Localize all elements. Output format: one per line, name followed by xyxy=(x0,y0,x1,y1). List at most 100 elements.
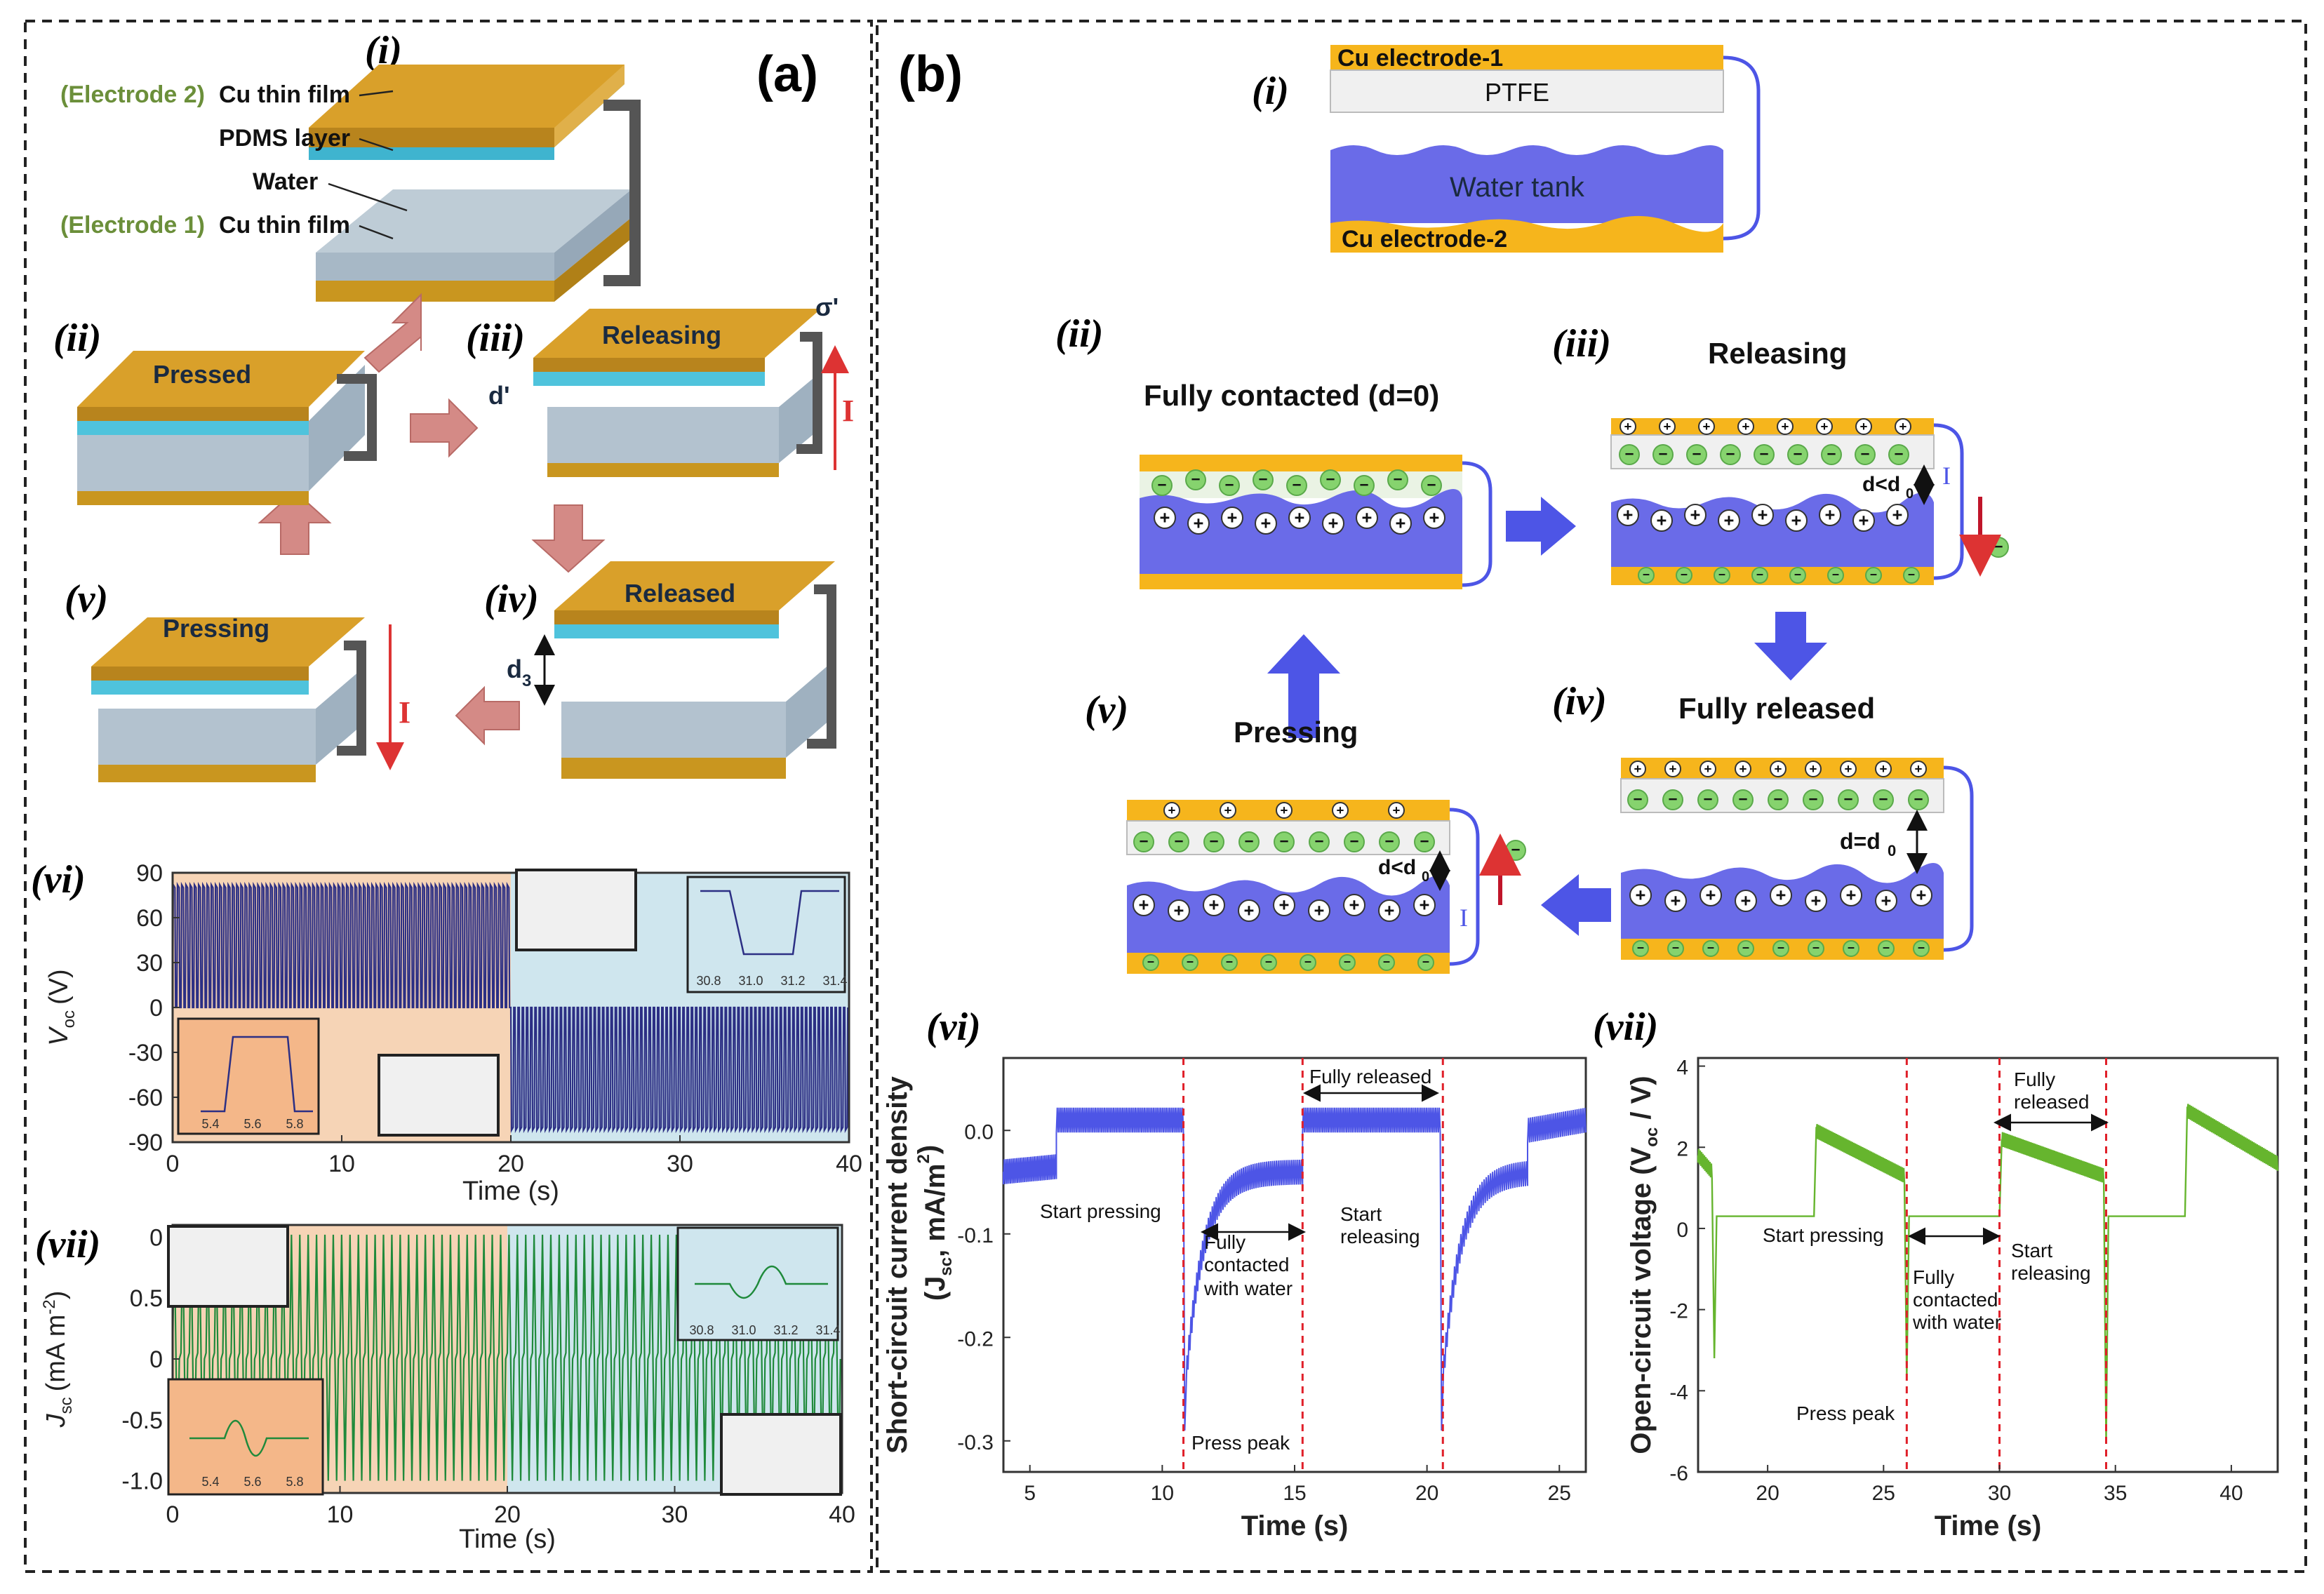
y-tick-label: 90 xyxy=(136,860,163,887)
inset-tick-label: 5.4 xyxy=(201,1117,219,1131)
y-axis-title-part: 2 xyxy=(914,1154,933,1163)
positive-charge xyxy=(1203,894,1225,916)
a-v-current: I xyxy=(399,695,410,730)
positive-charge-sign: + xyxy=(1881,891,1892,911)
positive-charge-sign: + xyxy=(1669,761,1677,776)
b-iv-d-eq: d=d xyxy=(1840,829,1881,854)
negative-charge xyxy=(1627,789,1648,810)
y-tick-label: -4 xyxy=(1669,1381,1688,1404)
a-iv-device xyxy=(554,561,836,779)
positive-charge xyxy=(1238,899,1260,922)
ann-fully-released: Fully released xyxy=(1309,1066,1431,1087)
negative-charge-sign: − xyxy=(1672,941,1679,955)
positive-charge-sign: + xyxy=(1160,508,1170,528)
inset-tick-label: 31.2 xyxy=(773,1323,798,1337)
b-iii-d-less: d<d xyxy=(1862,473,1900,496)
a-iii-label: (iii) xyxy=(466,316,525,360)
positive-charge xyxy=(1840,761,1857,777)
x-tick-label: 0 xyxy=(166,1501,180,1528)
negative-charge xyxy=(1339,954,1356,971)
inset-tick-label: 5.8 xyxy=(286,1475,303,1489)
negative-charge-sign: − xyxy=(1384,832,1394,850)
inset-top-right-trace xyxy=(695,1265,828,1299)
negative-charge-sign: − xyxy=(1174,832,1183,850)
negative-charge-sign: − xyxy=(1265,955,1272,969)
b-iv-label: (iv) xyxy=(1552,680,1607,723)
negative-charge xyxy=(1865,567,1882,584)
inset-tick-label: 31.0 xyxy=(731,1323,756,1337)
y-axis-title-sub: sc xyxy=(57,1397,76,1414)
negative-charge xyxy=(1855,444,1876,465)
negative-charge xyxy=(1732,789,1754,810)
negative-charge-sign: − xyxy=(1777,941,1784,955)
negative-charge xyxy=(1219,475,1240,496)
x-tick-label: 5 xyxy=(1024,1482,1036,1505)
inset-tick-label: 31.2 xyxy=(780,974,805,988)
negative-charge xyxy=(1702,940,1719,957)
positive-charge xyxy=(1255,512,1277,535)
negative-charge xyxy=(1185,469,1206,490)
y-tick-label: -1.0 xyxy=(121,1468,163,1495)
negative-charge xyxy=(1260,954,1277,971)
positive-charge xyxy=(1133,894,1155,916)
b-flow-arrows xyxy=(1267,497,1827,936)
positive-charge-sign: + xyxy=(1690,505,1701,525)
x-axis-title: Time (s) xyxy=(462,1177,559,1206)
negative-charge-sign: − xyxy=(1843,790,1852,808)
positive-charge xyxy=(1698,418,1715,435)
positive-charge xyxy=(1629,884,1652,906)
x-tick-label: 10 xyxy=(328,1151,355,1177)
negative-charge-sign: − xyxy=(1878,790,1888,808)
x-tick-label: 40 xyxy=(2219,1482,2243,1505)
negative-charge-sign: − xyxy=(1827,445,1836,462)
b-stage-releasing: Releasing xyxy=(1708,337,1847,370)
negative-charge xyxy=(1827,567,1844,584)
negative-charge xyxy=(1286,475,1307,496)
positive-charge xyxy=(1816,418,1833,435)
inset-tick-label: 5.8 xyxy=(286,1117,303,1131)
positive-charge xyxy=(1735,761,1751,777)
x-tick-label: 25 xyxy=(1872,1482,1895,1505)
x-axis-title: Time (s) xyxy=(459,1525,556,1554)
chart-b-vii-frame xyxy=(1697,1057,2279,1473)
negative-charge xyxy=(1697,789,1718,810)
positive-charge xyxy=(1664,761,1681,777)
positive-charge-sign: + xyxy=(1624,419,1632,434)
negative-charge xyxy=(1676,567,1692,584)
negative-charge xyxy=(1720,444,1741,465)
negative-charge-sign: − xyxy=(1304,955,1311,969)
a-electrode2-label: (Electrode 2) xyxy=(60,81,205,108)
positive-charge xyxy=(1413,894,1436,916)
negative-charge xyxy=(1300,954,1316,971)
negative-charge-sign: − xyxy=(1383,955,1390,969)
negative-charge xyxy=(1754,444,1775,465)
positive-charge-sign: + xyxy=(1706,885,1716,905)
a-cu-film-top: Cu thin film xyxy=(219,81,350,108)
positive-charge-sign: + xyxy=(1825,505,1836,525)
ann-contacted-2: contacted xyxy=(1204,1254,1289,1275)
negative-charge-sign: − xyxy=(1226,955,1233,969)
b-v-cell xyxy=(1126,800,1480,974)
y-axis-title-part: sc xyxy=(937,1257,956,1276)
positive-charge-sign: + xyxy=(1671,891,1681,911)
b-electrode2-label: Cu electrode-2 xyxy=(1342,226,1507,253)
positive-charge-sign: + xyxy=(1703,419,1711,434)
positive-charge-sign: + xyxy=(1899,419,1907,434)
b-iii-d-less-sub: 0 xyxy=(1906,486,1914,502)
negative-charge xyxy=(1714,567,1730,584)
a-iii-device xyxy=(533,309,822,477)
ann-start-releasing-1: Start xyxy=(2011,1240,2052,1261)
negative-charge-sign: − xyxy=(1258,470,1267,488)
negative-charge-sign: − xyxy=(1314,832,1323,850)
b-vii-label: (vii) xyxy=(1593,1005,1658,1049)
device-icon-bottom xyxy=(720,1413,842,1496)
positive-charge xyxy=(1343,894,1365,916)
positive-charge xyxy=(1163,802,1180,819)
device-icon-bottom xyxy=(378,1054,500,1137)
positive-charge xyxy=(1288,507,1311,529)
b-water-tank-label: Water tank xyxy=(1450,172,1585,203)
